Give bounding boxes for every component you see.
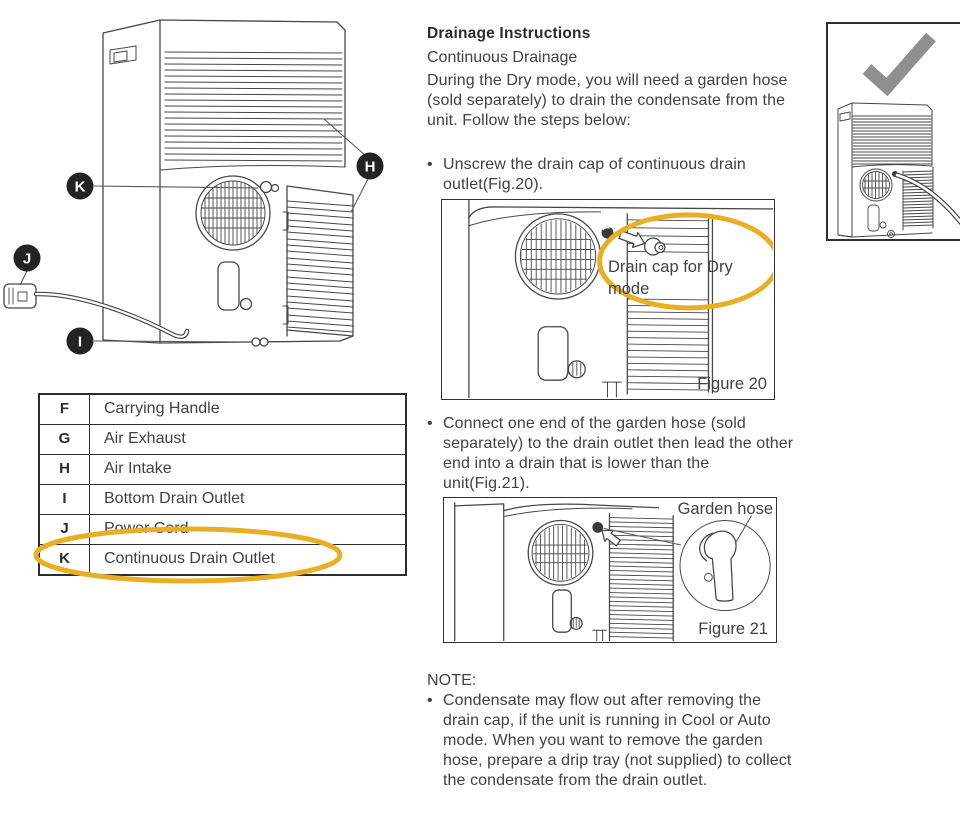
attach-arrow-icon [601,529,622,547]
callout-j-letter: J [23,251,31,268]
parts-table: F Carrying Handle G Air Exhaust H Air In… [38,393,407,576]
figure-20: Drain cap for Dry mode Figure 20 [441,199,781,400]
garden-hose-detail [679,520,771,612]
drain-hole [592,521,604,533]
ac-unit-rear-diagram: K H J I [3,19,384,355]
part-key: I [40,485,90,514]
section-title: Drainage Instructions [427,25,591,42]
handle-recess [217,261,240,311]
part-label: Air Intake [104,460,172,477]
table-row: J Power Cord [40,514,405,544]
mini-garden-hose [894,172,960,226]
callout-j: J [13,244,41,272]
part-label: Air Exhaust [104,430,186,447]
bullet-icon: • [427,156,433,173]
figure-21-annotation: Garden hose [677,500,773,518]
part-key: F [40,395,90,424]
part-key: G [40,425,90,454]
figure-20-caption: Figure 20 [697,375,767,393]
unscrew-arrow-icon [618,230,646,249]
figure-21: Garden hose Figure 21 [443,497,777,643]
table-row: F Carrying Handle [40,395,405,424]
note-item: • Condensate may flow out after removing… [427,691,799,791]
ac-unit-body [3,19,354,347]
callout-h: H [356,152,384,180]
part-label: Power Cord [104,520,189,537]
part-key: J [40,515,90,544]
callout-k-letter: K [75,179,86,196]
correct-usage-panel [826,22,960,241]
figure-20-annotation: Drain cap for Dry mode [608,258,733,298]
step-item: • Connect one end of the garden hose (so… [427,414,799,494]
bullet-icon: • [427,692,433,709]
part-key: K [40,545,90,574]
callout-h-letter: H [365,159,376,176]
drain-hole [601,226,614,239]
bullet-icon: • [427,415,433,432]
bottom-drain-outlet [251,337,269,347]
fan-grille [195,175,271,251]
step-item: • Unscrew the drain cap of continuous dr… [427,155,799,195]
figure-21-caption: Figure 21 [698,620,768,638]
drain-cap [643,237,666,256]
table-row: I Bottom Drain Outlet [40,484,405,514]
mini-ac-unit [837,102,960,238]
callout-i-letter: I [78,334,82,351]
table-row: K Continuous Drain Outlet [40,544,405,574]
part-label: Continuous Drain Outlet [104,550,275,567]
section-subtitle: Continuous Drainage [427,49,578,66]
continuous-drain-cap [259,180,280,194]
checkmark-icon [862,32,936,97]
note-title: NOTE: [427,672,477,689]
callout-k: K [66,172,94,200]
side-louver-lines [286,200,354,333]
table-row: G Air Exhaust [40,424,405,454]
step-text: Unscrew the drain cap of continuous drai… [443,156,746,193]
part-label: Carrying Handle [104,400,220,417]
step-text: Connect one end of the garden hose (sold… [443,415,794,492]
top-louver-lines [164,51,343,162]
cord-knob [239,297,253,311]
note-text: Condensate may flow out after removing t… [443,692,792,789]
table-row: H Air Intake [40,454,405,484]
intro-paragraph: During the Dry mode, you will need a gar… [427,72,788,129]
part-label: Bottom Drain Outlet [104,490,245,507]
power-cord [3,283,190,339]
callout-i: I [66,327,94,355]
check-panel-illustration [837,32,960,238]
part-key: H [40,455,90,484]
figure-21-illustration [454,502,771,642]
leader-lines [19,118,369,343]
figure-20-illustration [468,199,781,399]
